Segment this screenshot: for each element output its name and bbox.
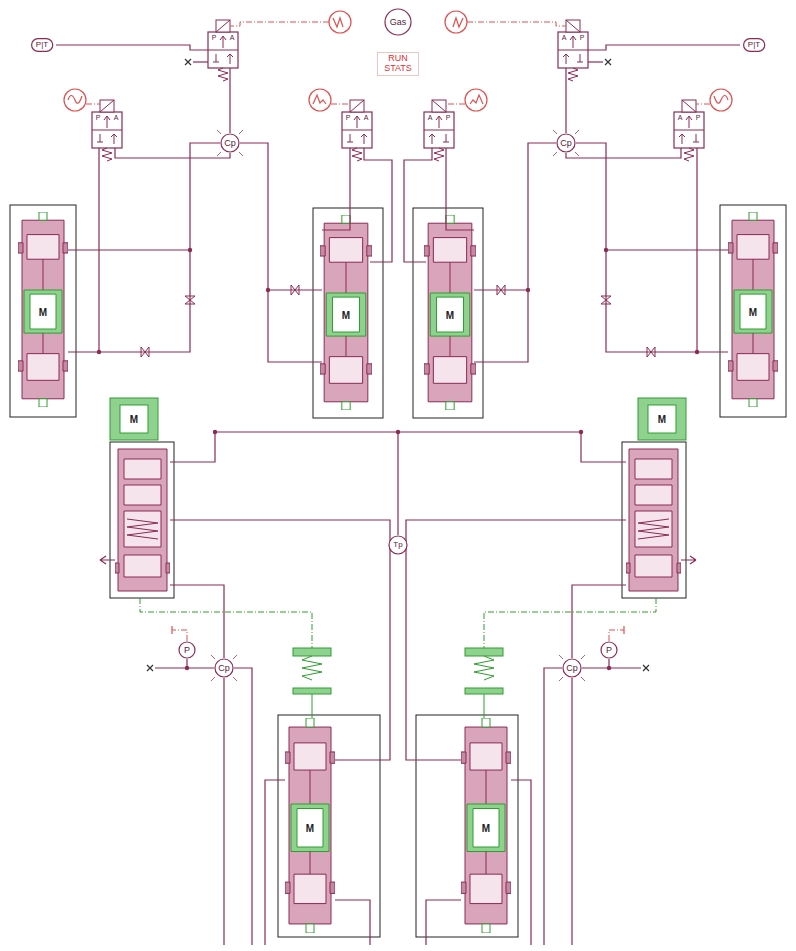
node-text: Cp (566, 663, 578, 673)
tp-sensor: Tp (388, 535, 408, 555)
port-letter: A (114, 114, 119, 122)
port-letter: A (364, 114, 369, 122)
motor-label: M (130, 414, 138, 425)
motor-label: M (749, 307, 757, 318)
port-letter: P (696, 114, 701, 122)
gas-circle: Gas (384, 8, 412, 36)
motor-label: M (658, 414, 666, 425)
pressure-sensor: P (178, 641, 196, 659)
port-letter: P (96, 114, 101, 122)
node-text: P|T (36, 40, 48, 49)
circle-outline (215, 659, 233, 677)
run-stats-button: RUN STATS (377, 52, 419, 76)
left-half (10, 11, 398, 945)
pt-sensor: P|T (31, 38, 53, 52)
circle-outline (563, 659, 581, 677)
port-letter: P (580, 34, 585, 42)
cp-sensor: Cp (214, 658, 234, 678)
circle-outline (601, 642, 617, 658)
port-letter: A (562, 34, 567, 42)
port-letter: P (446, 114, 451, 122)
circle-outline (179, 642, 195, 658)
motor-label: M (39, 307, 47, 318)
port-letter: A (230, 34, 235, 42)
circle-outline (389, 536, 407, 554)
node-text: Cp (224, 138, 236, 148)
node-text: Cp (218, 663, 230, 673)
motor-label: M (446, 310, 454, 321)
cp-sensor: Cp (562, 658, 582, 678)
port-letter: A (678, 114, 683, 122)
node-text: Gas (390, 17, 407, 27)
port-letter: P (346, 114, 351, 122)
node-text: P (606, 645, 612, 655)
port-letter: A (428, 114, 433, 122)
pt-sensor: P|T (743, 38, 765, 52)
port-letter: P (212, 34, 217, 42)
capsule-outline (743, 39, 764, 52)
motor-label: M (482, 823, 490, 834)
node-text: Tp (393, 540, 402, 549)
node-text: P (184, 645, 190, 655)
node-text: P|T (748, 40, 760, 49)
circle-outline (221, 134, 239, 152)
circle-outline (557, 134, 575, 152)
pressure-sensor: P (600, 641, 618, 659)
capsule-outline (31, 39, 52, 52)
motor-label: M (342, 310, 350, 321)
motor-label: M (306, 823, 314, 834)
circle-outline (385, 9, 411, 35)
cp-sensor: Cp (556, 133, 576, 153)
node-text: Cp (560, 138, 572, 148)
cp-sensor: Cp (220, 133, 240, 153)
